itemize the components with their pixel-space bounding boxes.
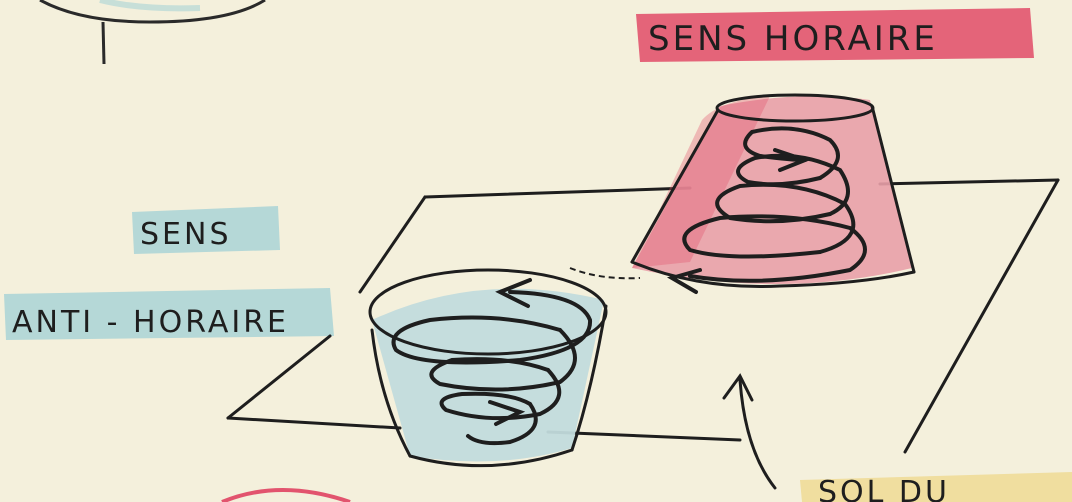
counter-label-top: SENS <box>140 217 231 252</box>
partial-label: SOL DU <box>818 475 950 502</box>
clockwise-label: SENS HORAIRE <box>648 19 938 59</box>
counter-label-bottom: ANTI - HORAIRE <box>12 305 289 340</box>
